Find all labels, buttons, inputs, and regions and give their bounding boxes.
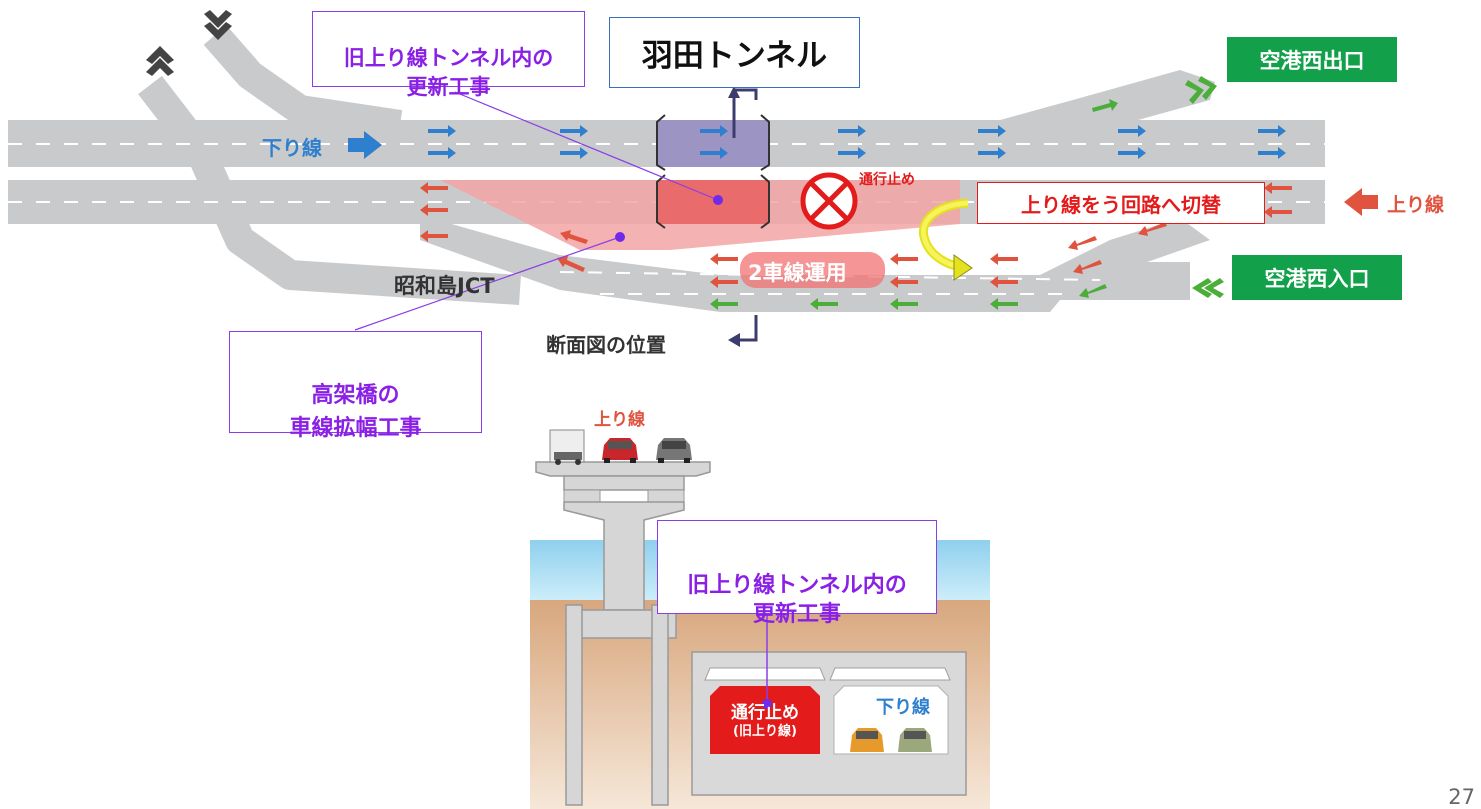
callout-point-section (762, 699, 772, 709)
outbound-lane-arrows (428, 125, 1286, 159)
exit-ramp-text: 空港西出口 (1259, 48, 1365, 73)
entrance-ramp-text: 空港西入口 (1264, 266, 1370, 291)
callout-section-renewal: 旧上り線トンネル内の 更新工事 (657, 520, 937, 627)
entrance-ramp-badge: 空港西入口 (1232, 255, 1402, 300)
inbound-label: 上り線 (1387, 194, 1445, 216)
detour-switch-label: 上り線をう回路へ切替 (977, 182, 1265, 224)
section-line-bottom (736, 315, 758, 342)
pile-right (651, 604, 669, 806)
chevron-double-down-icon (204, 10, 232, 40)
car-orange-icon (850, 728, 884, 752)
detour-arrowhead (953, 254, 973, 281)
callout-bridge-widening-text: 高架橋の 車線拡幅工事 (289, 383, 422, 441)
car-green-icon (898, 728, 932, 752)
callout-tunnel-renewal-text: 旧上り線トンネル内の 更新工事 (343, 46, 554, 99)
chevron-exit-icon (1185, 76, 1217, 104)
page-title-text: 羽田トンネル (641, 38, 828, 74)
closed-tunnel-label-line2: (旧上り線) (733, 724, 797, 740)
inbound-direction-arrow (1344, 188, 1378, 216)
car-red-icon (602, 438, 638, 463)
section-position-label: 断面図の位置 (546, 333, 666, 357)
detour-switch-text: 上り線をう回路へ切替 (1021, 192, 1221, 217)
callout-point-tunnel (713, 195, 723, 205)
page-number: 27 (1448, 785, 1475, 809)
road-closed-icon (800, 172, 858, 230)
closed-tunnel-label: 通行止め (旧上り線) (710, 702, 820, 741)
two-lane-label: 2車線運用 (748, 261, 847, 285)
tunnel-open-zone (657, 120, 769, 167)
closed-tunnel-label-line1: 通行止め (731, 703, 799, 723)
callout-bridge-widening: 高架橋の 車線拡幅工事 (229, 331, 482, 441)
cross-section-diagram (530, 429, 990, 809)
bridge-deck (535, 461, 711, 477)
chevron-double-up-icon (146, 46, 174, 76)
ramp-lane-arrows (710, 99, 1118, 310)
upper-deck-label: 上り線 (594, 410, 645, 430)
ramp-flyover-b (203, 25, 403, 140)
inbound-lane-arrows (420, 182, 1292, 288)
chevron-entrance-icon (1192, 278, 1224, 298)
outbound-direction-arrow (348, 131, 382, 159)
section-line-top (732, 88, 758, 138)
truck-icon (549, 429, 585, 465)
inbound-lower-road (420, 215, 1190, 312)
closure-label: 通行止め (859, 172, 915, 188)
car-gray-icon (656, 438, 692, 463)
outbound-label: 下り線 (262, 136, 322, 160)
pile-left (565, 604, 583, 806)
page-title: 羽田トンネル (609, 17, 860, 88)
junction-label: 昭和島JCT (394, 274, 495, 298)
closed-tunnel-bore (710, 686, 820, 754)
callout-section-renewal-text: 旧上り線トンネル内の 更新工事 (687, 572, 907, 628)
tunnel-closed-zone (657, 180, 769, 224)
open-tunnel-label: 下り線 (876, 697, 930, 718)
callout-point-bridge (615, 232, 625, 242)
callout-tunnel-renewal: 旧上り線トンネル内の 更新工事 (312, 11, 585, 99)
exit-ramp-badge: 空港西出口 (1227, 37, 1397, 82)
two-lane-glow (740, 252, 885, 288)
